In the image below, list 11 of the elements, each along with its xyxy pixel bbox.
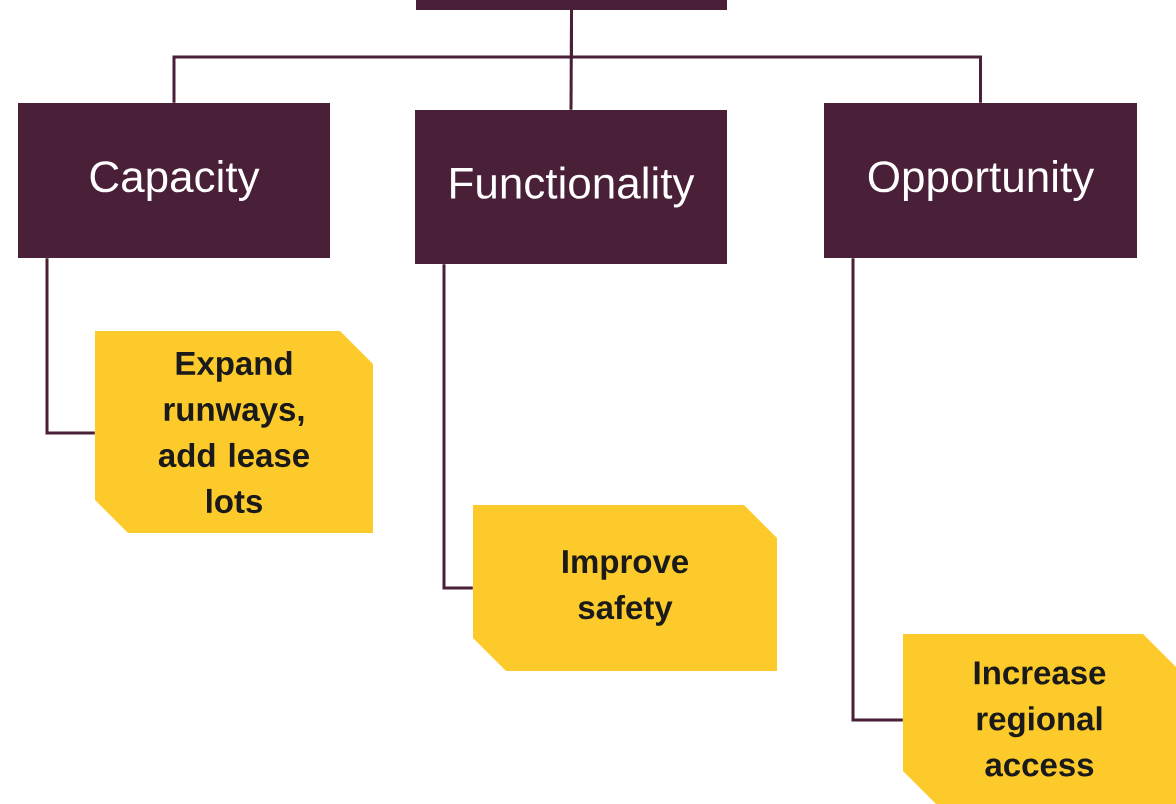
connector	[851, 258, 903, 722]
title-box: Capacity	[18, 103, 330, 258]
connector	[442, 264, 473, 590]
box	[416, 0, 727, 10]
title-box: Functionality	[415, 110, 727, 264]
note-box: Improve safety	[473, 505, 777, 671]
connector	[570, 10, 982, 103]
connector	[45, 258, 95, 435]
note-box: Increase regional access	[903, 634, 1176, 804]
title-box: Opportunity	[824, 103, 1137, 258]
note-box: Expand runways, add lease lots	[95, 331, 373, 533]
